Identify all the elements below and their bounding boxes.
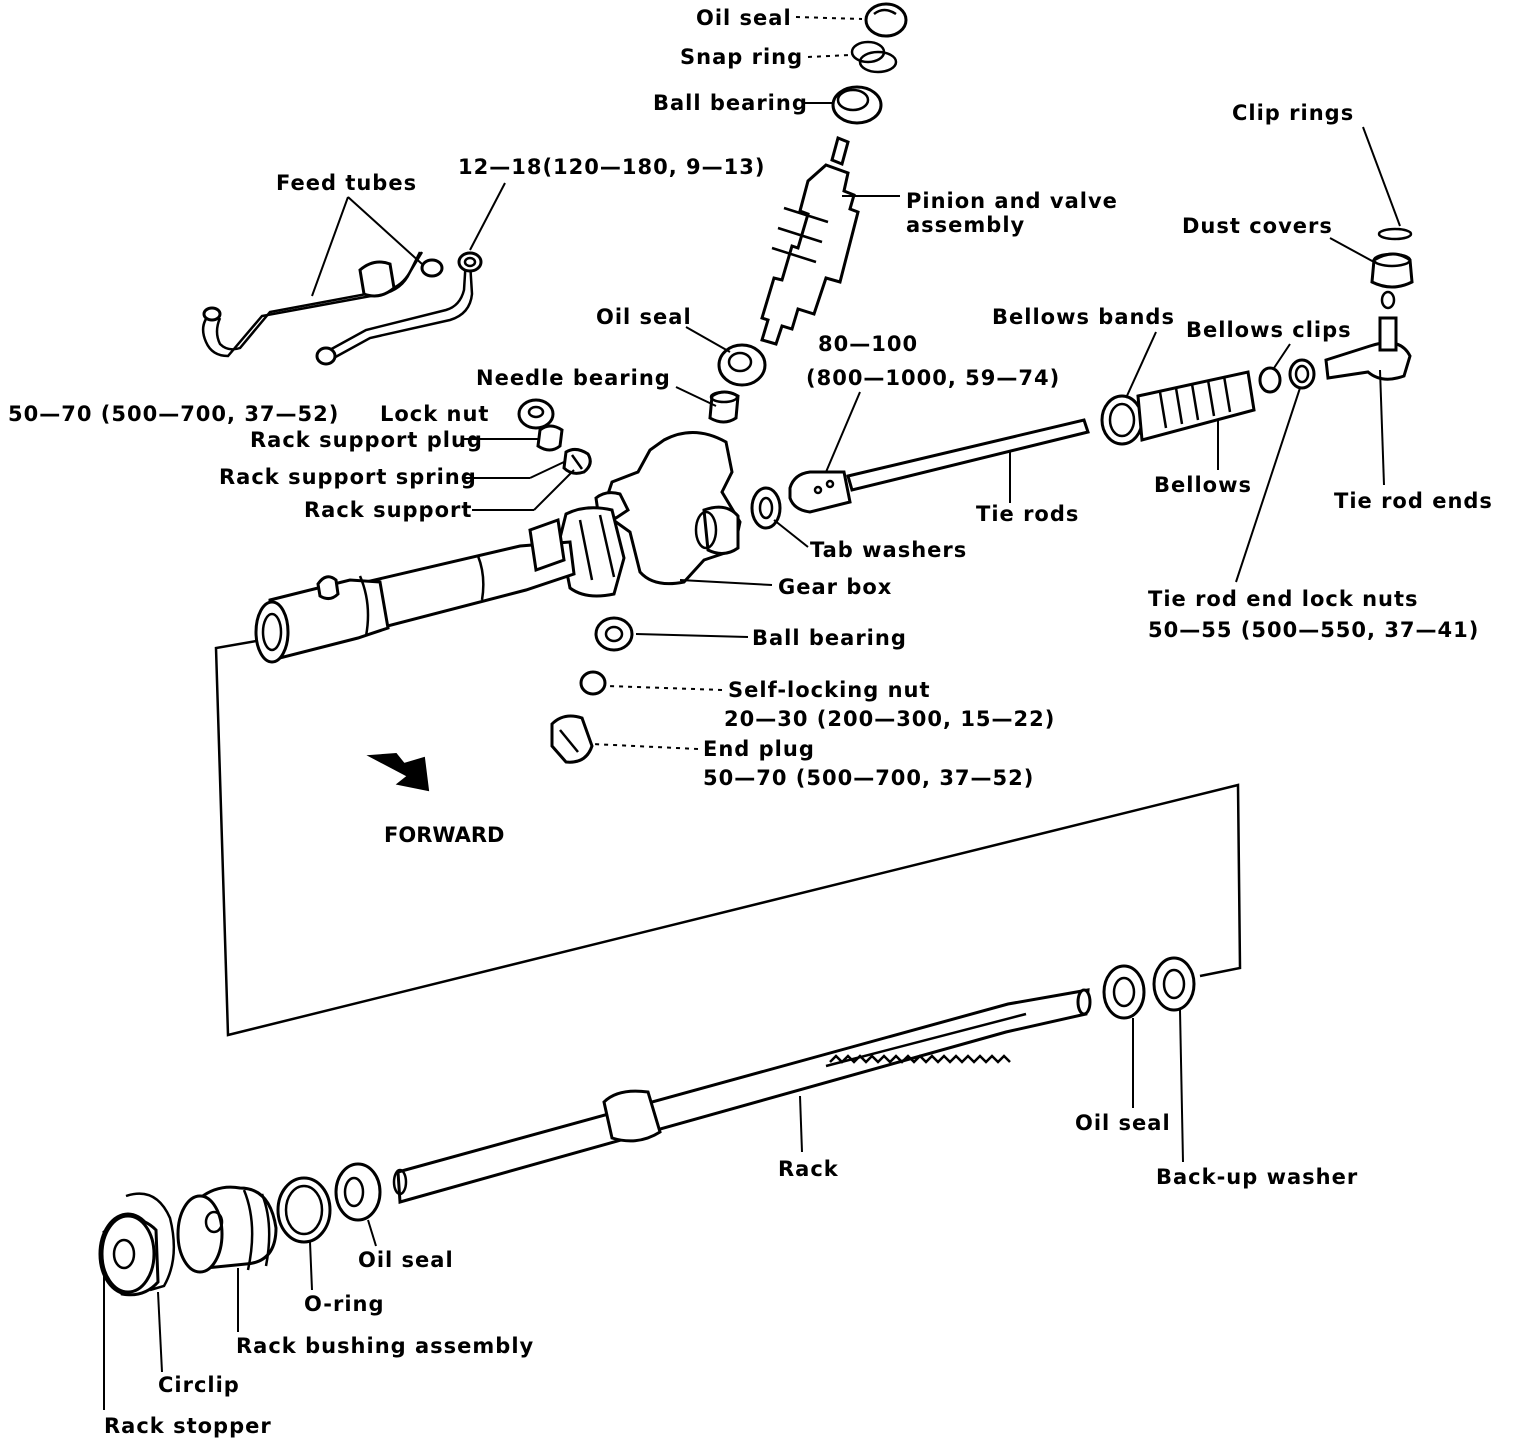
ball-bearing-bottom-part xyxy=(594,616,634,652)
label-lock-nut-torque: 50—70 (500—700, 37—52) xyxy=(8,402,339,426)
oil-seal-top-part xyxy=(864,2,908,38)
leader-lines xyxy=(103,16,1401,1410)
label-tie-rod-torque-2: (800—1000, 59—74) xyxy=(806,366,1060,390)
rack-support-plug-part xyxy=(536,424,564,452)
dust-covers-part xyxy=(1370,252,1414,289)
clip-rings-part xyxy=(1377,227,1413,241)
tie-rod-part xyxy=(788,418,1090,514)
label-bellows: Bellows xyxy=(1154,473,1252,497)
label-tie-rod-torque-1: 80—100 xyxy=(818,332,918,356)
rack-housing-tube xyxy=(254,517,576,664)
label-self-locking-nut-torque: 20—30 (200—300, 15—22) xyxy=(724,707,1055,731)
label-tab-washers: Tab washers xyxy=(810,538,967,562)
label-snap-ring: Snap ring xyxy=(680,45,803,69)
label-oil-seal-mid: Oil seal xyxy=(596,305,692,329)
tab-washers-part xyxy=(750,486,782,530)
rack-part xyxy=(392,988,1092,1204)
ball-bearing-top-part xyxy=(831,85,883,125)
label-needle-bearing: Needle bearing xyxy=(476,366,671,390)
oil-seal-mid-part xyxy=(717,343,767,387)
rack-detail-frame xyxy=(214,638,1242,1037)
label-pinion-valve-1: Pinion and valve xyxy=(906,189,1118,213)
label-end-plug-torque: 50—70 (500—700, 37—52) xyxy=(703,766,1034,790)
bellows-part xyxy=(1136,370,1256,442)
pinion-valve-assembly-part xyxy=(760,135,860,346)
label-circlip: Circlip xyxy=(158,1373,240,1397)
oil-seal-right-part xyxy=(1102,964,1146,1020)
label-tie-rod-end-lock-nuts: Tie rod end lock nuts xyxy=(1148,587,1419,611)
snap-ring-part xyxy=(850,40,898,74)
rack-bushing-assembly-part xyxy=(176,1185,278,1274)
rack-support-spring-part xyxy=(562,447,592,475)
label-dust-covers: Dust covers xyxy=(1182,214,1333,238)
label-clip-rings: Clip rings xyxy=(1232,101,1354,125)
label-lock-nut: Lock nut xyxy=(380,402,489,426)
lock-nut-part xyxy=(517,398,555,430)
label-rack-support-spring: Rack support spring xyxy=(219,465,477,489)
label-ball-bearing-bottom: Ball bearing xyxy=(752,626,907,650)
circlip-part xyxy=(125,1192,176,1292)
label-forward: FORWARD xyxy=(384,823,504,847)
label-end-plug: End plug xyxy=(703,737,815,761)
oil-seal-bottom-part xyxy=(334,1162,382,1222)
label-rack-support: Rack support xyxy=(304,498,472,522)
label-rack-bushing-assembly: Rack bushing assembly xyxy=(236,1334,534,1358)
label-tie-rods: Tie rods xyxy=(976,502,1079,526)
label-oil-seal-bottom: Oil seal xyxy=(358,1248,454,1272)
gear-box-part xyxy=(558,430,742,598)
label-tie-rod-end-lock-nuts-torque: 50—55 (500—550, 37—41) xyxy=(1148,618,1479,642)
label-rack: Rack xyxy=(778,1157,839,1181)
bellows-bands-part xyxy=(1100,394,1144,446)
label-feed-tubes-torque: 12—18(120—180, 9—13) xyxy=(458,155,765,179)
rack-stopper-part xyxy=(98,1212,160,1297)
label-rack-stopper: Rack stopper xyxy=(104,1414,272,1438)
forward-arrow-icon xyxy=(366,752,430,792)
label-bellows-bands: Bellows bands xyxy=(992,305,1175,329)
label-oil-seal-right: Oil seal xyxy=(1075,1111,1171,1135)
label-self-locking-nut: Self-locking nut xyxy=(728,678,931,702)
back-up-washer-part xyxy=(1152,956,1196,1012)
tie-rod-end-part xyxy=(1324,290,1412,381)
label-rack-support-plug: Rack support plug xyxy=(250,428,483,452)
bellows-clips-part xyxy=(1258,366,1282,394)
label-ball-bearing-top: Ball bearing xyxy=(653,91,808,115)
label-o-ring: O-ring xyxy=(304,1292,385,1316)
label-oil-seal-top: Oil seal xyxy=(696,6,792,30)
self-locking-nut-part xyxy=(579,670,607,696)
feed-tubes-part xyxy=(201,251,483,366)
o-ring-part xyxy=(276,1176,332,1244)
label-pinion-valve-2: assembly xyxy=(906,213,1025,237)
label-back-up-washer: Back-up washer xyxy=(1156,1165,1358,1189)
label-gear-box: Gear box xyxy=(778,575,892,599)
tie-rod-end-lock-nut-part xyxy=(1288,358,1316,390)
needle-bearing-part xyxy=(708,390,740,424)
end-plug-part xyxy=(550,714,594,764)
label-feed-tubes: Feed tubes xyxy=(276,171,417,195)
label-tie-rod-ends: Tie rod ends xyxy=(1334,489,1493,513)
label-bellows-clips: Bellows clips xyxy=(1186,318,1352,342)
